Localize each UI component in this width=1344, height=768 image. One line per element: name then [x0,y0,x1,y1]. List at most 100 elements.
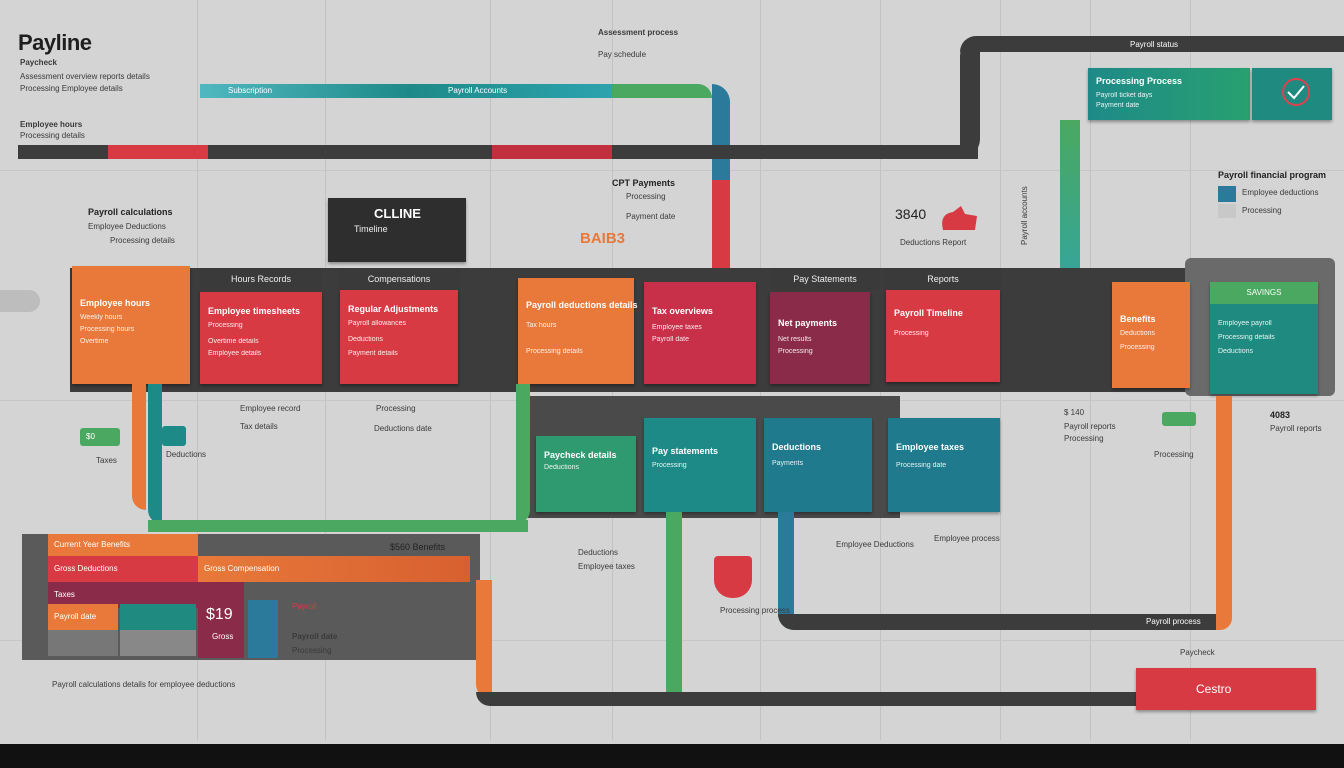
note-heading: Payroll calculations [88,207,173,217]
card-line: Processing [652,462,687,469]
note-text: Processing [376,404,416,413]
card-line: Employee payroll [1218,320,1272,327]
process-card[interactable]: Payroll deductions details Tax hours Pro… [518,278,638,384]
note-text: Deductions [578,548,619,557]
card-line: Payment details [348,350,398,357]
money-value: $0 [86,432,95,441]
legend-swatch [1218,186,1236,202]
highlight-number: 3840 [895,206,927,222]
card-line: Payroll allowances [348,320,406,327]
note-text: Employee Deductions [836,540,914,549]
note-text: Employee process [934,534,1000,543]
note-text: Processing Employee details [20,84,123,93]
process-card[interactable]: Employee taxes Processing date [888,418,1000,512]
card-line: Employee taxes [652,324,702,331]
table-cell [120,630,196,656]
card-line: Deductions [348,336,384,343]
process-card[interactable]: SAVINGS Employee payroll Processing deta… [1210,282,1318,394]
page-title: Payline [18,30,92,55]
note-text: Processing [1154,450,1194,459]
note-text: Taxes [96,456,117,465]
top-label-sub: Pay schedule [598,50,647,59]
note-text: Processing process [720,606,790,615]
process-card[interactable]: Payroll Timeline Processing [886,290,1000,382]
note-heading: CPT Payments [612,178,676,188]
flow-pipe [516,384,530,524]
status-card: Processing Process Payroll ticket days P… [1088,68,1250,120]
note-text: Deductions date [374,424,432,433]
card-line: Processing details [526,348,583,355]
card-line: Deductions [544,464,580,471]
note-text: Processing [292,646,332,655]
table-title: Current Year Benefits [48,534,198,556]
card-title: Net payments [778,318,838,328]
flow-pipe [666,512,682,692]
box-title: CLLINE [374,206,421,221]
flow-pipe [712,84,730,184]
pipe-label: Subscription [228,86,273,95]
process-card[interactable]: Net payments Net results Processing [770,292,870,384]
note-text: Processing details [20,131,85,140]
note-text: Payroll reports [1064,422,1116,431]
process-card[interactable]: Benefits Deductions Processing [1112,282,1190,388]
card-line: Payroll ticket days [1096,92,1153,99]
process-card[interactable]: Tax overviews Employee taxes Payroll dat… [644,282,756,384]
vertical-label: Payroll accounts [1020,186,1029,245]
flow-pipe [200,84,620,98]
column-header: Pay Statements [770,268,880,290]
note-text: Payroll reports [1270,424,1322,433]
card-line: Deductions [1120,330,1156,337]
note-text: Paycheck [1180,648,1215,657]
card-line: Overtime details [208,338,259,345]
process-card[interactable]: Employee hours Weekly hours Processing h… [72,266,190,384]
pipe-label: Payroll status [1130,40,1179,49]
card-line: Processing [1120,344,1155,351]
timeline-segment [108,145,208,159]
timeline-segment [492,145,612,159]
process-card[interactable]: Deductions Payments [764,418,872,512]
plug-shape [0,290,40,312]
note-text: Payroll calculations details for employe… [52,680,236,689]
final-box[interactable]: Cestro [1136,668,1316,710]
highlight-number: BAIB3 [580,230,626,247]
card-title: Deductions [772,442,822,452]
card-title: SAVINGS [1210,282,1318,304]
flow-pipe [1216,396,1232,630]
process-card[interactable]: Pay statements Processing [644,418,756,512]
process-card[interactable]: Employee timesheets Processing Overtime … [200,292,322,384]
note-text: Employee taxes [578,562,635,571]
flow-pipe [778,614,1218,630]
money-icon [1162,412,1196,426]
card-title: Employee hours [80,298,151,308]
card-title: Paycheck details [544,450,617,460]
card-line: Tax hours [526,322,557,329]
card-line: Overtime [80,338,109,345]
shield-icon [714,556,752,598]
process-card[interactable]: Regular Adjustments Payroll allowances D… [340,290,458,384]
note-text: Processing [1064,434,1104,443]
globe-check-icon [1252,68,1332,120]
flow-pipe [960,36,980,159]
table-cell [120,604,196,630]
note-heading: Employee hours [20,120,83,129]
money-icon [80,428,120,446]
column-header: Compensations [338,268,460,290]
flow-pipe [132,384,146,510]
card-title: Regular Adjustments [348,304,439,314]
card-line: Processing date [896,462,947,469]
card-line: Payments [772,460,804,467]
flow-pipe [148,520,528,532]
card-line: Processing [208,322,243,329]
card-line: Payroll date [652,336,689,343]
process-card[interactable]: Paycheck details Deductions [536,436,636,512]
page-subtitle: Paycheck [20,58,57,67]
card-title: Tax overviews [652,306,713,316]
note-text: Employee record [240,404,301,413]
big-value: $19 [206,606,233,623]
legend-label: Processing [1242,206,1282,215]
top-label: Assessment process [598,28,679,37]
flow-pipe [148,384,162,524]
hand-icon [935,204,981,234]
flow-pipe [712,180,730,270]
card-title: Employee timesheets [208,306,301,316]
